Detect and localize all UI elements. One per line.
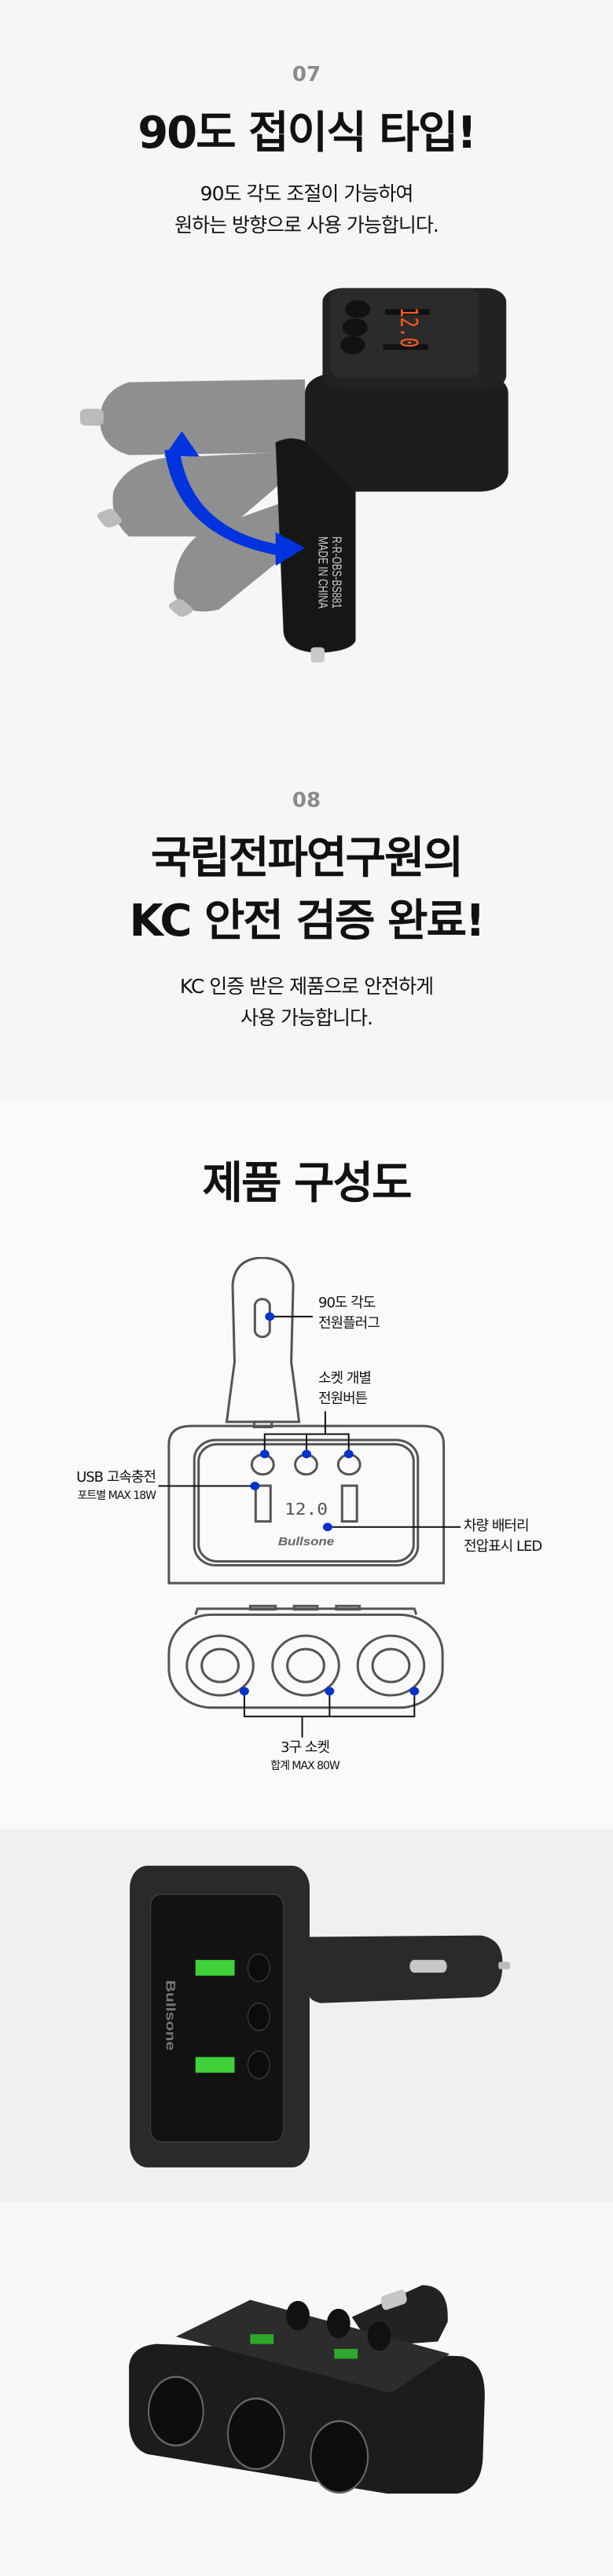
description-line: 90도 각도 조절이 가능하여 (200, 182, 414, 205)
product-marking: R-R-OBS-BS881 (329, 537, 343, 609)
folding-charger-photo: 12.0 R-R-OBS-BS881 MADE IN CHINA (79, 288, 508, 663)
product-photos: Bullsone (0, 1829, 613, 2576)
title-line: 국립전파연구원의 (150, 833, 464, 884)
ghost-plug-positions (79, 379, 306, 617)
product-marking: MADE IN CHINA (315, 537, 329, 609)
top-view-photo: Bullsone (130, 1865, 511, 2167)
label-led: 차량 배터리 전압표시 LED (464, 1516, 542, 1557)
usb-port-icon (195, 1959, 235, 1976)
section-number: 08 (292, 789, 321, 812)
label-line: 차량 배터리 (464, 1518, 530, 1534)
section-description: 90도 각도 조절이 가능하여 원하는 방향으로 사용 가능합니다. (0, 178, 613, 241)
usb-port-icon (195, 2057, 235, 2073)
description-line: KC 인증 받은 제품으로 안전하게 (179, 975, 434, 998)
perspective-photo (129, 2285, 485, 2494)
label-line: 전원플러그 (318, 1315, 380, 1332)
title-line: KC 안전 검증 완료! (129, 896, 485, 947)
label-line: 전압표시 LED (464, 1538, 542, 1555)
label-line: 전원버튼 (318, 1391, 368, 1407)
label-plug: 90도 각도 전원플러그 (318, 1293, 380, 1334)
description-line: 사용 가능합니다. (240, 1006, 373, 1029)
label-sockets: 3구 소켓 합계 MAX 80W (226, 1738, 384, 1774)
label-line: 90도 각도 (318, 1295, 376, 1311)
label-line: 합계 MAX 80W (270, 1760, 340, 1772)
photo-brand-logo: Bullsone (163, 1981, 178, 2051)
section-title: 90도 접이식 타입! (138, 108, 477, 159)
label-line: 3구 소켓 (281, 1739, 330, 1756)
label-usb: USB 고속충전 포트별 MAX 18W (31, 1468, 156, 1504)
diagram-display: 12.0 (284, 1501, 328, 1519)
label-line: 소켓 개별 (318, 1370, 372, 1387)
section-description: KC 인증 받은 제품으로 안전하게 사용 가능합니다. (0, 971, 613, 1034)
diagram-title: 제품 구성도 (202, 1158, 412, 1209)
label-buttons: 소켓 개별 전원버튼 (318, 1369, 372, 1409)
display-readout: 12.0 (395, 307, 421, 348)
rotation-arrow-icon (163, 431, 306, 566)
product-diagram: 12.0 Bullsone (0, 1257, 613, 1807)
label-line: 포트별 MAX 18W (77, 1490, 156, 1502)
section-title: 국립전파연구원의 KC 안전 검증 완료! (0, 827, 613, 953)
label-line: USB 고속충전 (76, 1469, 156, 1486)
section-number: 07 (292, 63, 321, 86)
description-line: 원하는 방향으로 사용 가능합니다. (174, 214, 439, 236)
diagram-brand-logo: Bullsone (278, 1535, 334, 1548)
diagram-markers (239, 1312, 420, 1696)
